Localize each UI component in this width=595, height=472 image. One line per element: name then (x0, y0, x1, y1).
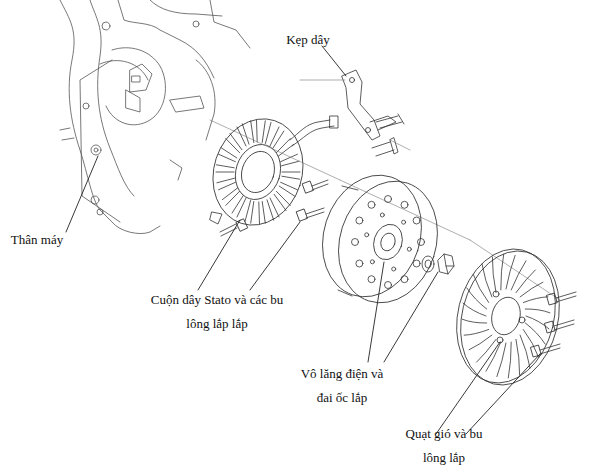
detail-stroke (469, 335, 492, 350)
detail-stroke (401, 201, 408, 208)
detail-stroke (370, 260, 374, 264)
detail-stroke (392, 267, 396, 271)
detail-stroke (418, 239, 425, 246)
detail-stroke (462, 319, 487, 323)
detail-stroke (262, 202, 265, 224)
detail-stroke (407, 247, 411, 251)
detail-stroke (242, 124, 249, 144)
detail-stroke (278, 144, 293, 156)
flywheel-rotor (307, 162, 453, 316)
detail-stroke (368, 201, 375, 208)
detail-stroke (251, 202, 254, 224)
detail-stroke (221, 148, 237, 158)
detail-stroke (525, 323, 545, 344)
detail-stroke (232, 196, 243, 213)
detail-stroke (385, 196, 392, 203)
detail-stroke (464, 330, 489, 336)
detail-stroke (402, 220, 406, 224)
assembly-axis (210, 80, 560, 300)
detail-stroke (276, 139, 290, 153)
detail-stroke (258, 202, 260, 224)
detail-stroke (525, 309, 550, 313)
detail-stroke (217, 178, 235, 183)
detail-stroke (473, 275, 488, 303)
detail-stroke (365, 233, 369, 237)
detail-stroke (265, 123, 271, 144)
detail-stroke (282, 176, 300, 179)
detail-stroke (508, 342, 511, 378)
detail-stroke (492, 257, 496, 293)
detail-stroke (463, 303, 486, 316)
detail-stroke (281, 154, 298, 162)
detail-stroke (523, 297, 548, 303)
part-label: Thân máy (2, 228, 72, 252)
detail-stroke (501, 254, 504, 290)
detail-stroke (226, 191, 240, 205)
fan-bolts (531, 292, 576, 357)
detail-stroke (222, 188, 237, 200)
detail-stroke (273, 131, 284, 148)
detail-stroke (520, 282, 543, 297)
detail-stroke (262, 121, 265, 143)
detail-stroke (520, 335, 530, 368)
detail-stroke (477, 339, 496, 362)
detail-stroke (226, 139, 240, 153)
detail-stroke (256, 120, 258, 142)
detail-stroke (413, 260, 420, 267)
detail-stroke (467, 288, 487, 309)
detail-stroke (216, 172, 234, 173)
part-label: Vô lăng điện và đai ốc lắp (300, 362, 384, 410)
detail-stroke (368, 276, 375, 283)
wire-clamp (342, 70, 404, 156)
cooling-fan (443, 238, 573, 395)
detail-stroke (219, 182, 236, 190)
leader-lines (66, 46, 540, 434)
detail-stroke (230, 133, 242, 149)
part-label: Quạt gió và bu lông lắp (396, 422, 492, 470)
detail-stroke (486, 342, 501, 371)
stator-bolts (220, 180, 328, 236)
detail-stroke (523, 330, 538, 358)
detail-stroke (352, 239, 359, 246)
washer-nut (422, 254, 454, 274)
detail-stroke (276, 191, 290, 205)
detail-stroke (356, 217, 363, 224)
part-label: Kẹp dây (276, 28, 340, 52)
detail-stroke (245, 201, 251, 222)
detail-stroke (516, 339, 520, 375)
detail-stroke (216, 165, 234, 168)
detail-stroke (482, 264, 492, 297)
detail-stroke (282, 172, 300, 173)
detail-stroke (385, 282, 392, 289)
detail-stroke (516, 270, 535, 293)
part-label: Cuộn dây Stato và các bu lông lắp lắp (150, 288, 284, 336)
engine-case (60, 0, 250, 234)
detail-stroke (401, 276, 408, 283)
detail-stroke (274, 194, 286, 210)
detail-stroke (356, 260, 363, 267)
detail-stroke (282, 161, 300, 166)
detail-stroke (413, 217, 420, 224)
detail-stroke (511, 261, 526, 290)
stator-coil (199, 107, 338, 237)
detail-stroke (270, 127, 279, 146)
detail-stroke (267, 200, 274, 220)
detail-stroke (237, 198, 246, 217)
detail-stroke (380, 213, 384, 217)
detail-stroke (279, 186, 295, 196)
